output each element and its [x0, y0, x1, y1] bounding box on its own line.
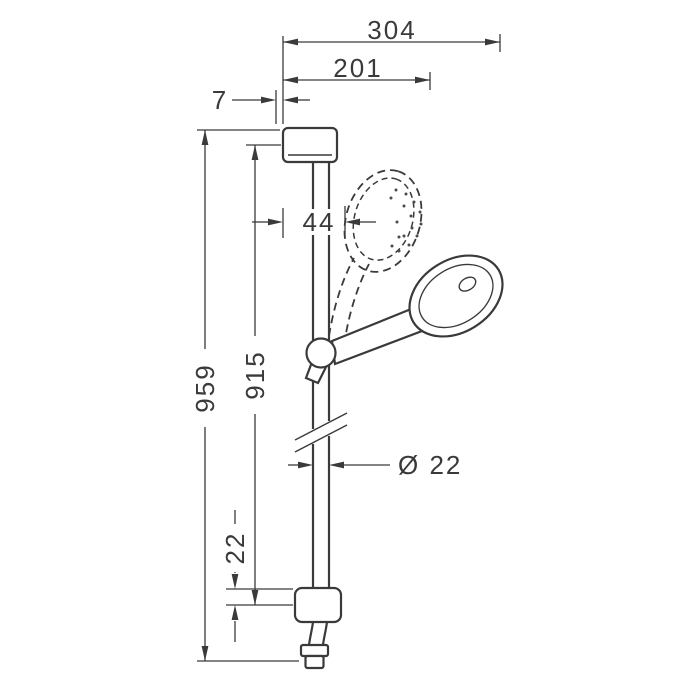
hand-shower-head-face-ring — [418, 263, 494, 329]
arrow-201-left — [283, 76, 298, 84]
hose-edge-left — [307, 621, 315, 646]
arrow-959-bottom — [201, 646, 209, 661]
bg-959 — [193, 349, 217, 427]
arrow-304-right — [485, 38, 500, 46]
hand-shower-dashed-position — [328, 169, 423, 346]
dashed-head-face-ring — [352, 177, 415, 261]
dim-bracket-offset-label: 7 — [212, 85, 228, 115]
hose-end-fitting — [304, 654, 325, 670]
rail-break-line-2 — [294, 424, 348, 453]
rail-break-line-1 — [294, 412, 348, 441]
arrow-915-bottom — [251, 590, 259, 605]
hand-shower-head-button — [458, 276, 477, 292]
dashed-handle-edge-2 — [343, 263, 370, 346]
slider-holder — [305, 337, 337, 369]
arrow-22-bottom — [231, 605, 239, 620]
dim-bar-height-label: 915 — [240, 350, 270, 399]
bg-22 — [223, 524, 247, 572]
shower-rail-bar — [294, 162, 348, 588]
dim-overall-height-label: 959 — [190, 363, 220, 412]
arrow-201-right — [415, 76, 430, 84]
bottom-wall-bracket — [293, 586, 343, 670]
arrow-959-top — [201, 130, 209, 145]
arrow-7-left — [261, 96, 276, 104]
label-backgrounds — [193, 209, 341, 572]
hand-shower-head-group — [408, 254, 504, 338]
hand-shower-head-outline — [408, 254, 504, 338]
dashed-head-group — [343, 169, 423, 273]
dimension-arrowheads — [201, 38, 500, 661]
dashed-handle-edge-1 — [328, 257, 355, 337]
dim-upper-width-label: 201 — [333, 53, 382, 83]
arrow-915-top — [251, 145, 259, 160]
dim-head-offset-label: 44 — [303, 207, 336, 237]
bg-915 — [243, 336, 267, 414]
bg-44 — [297, 209, 341, 235]
dim-bar-diameter-label: Ø 22 — [398, 450, 462, 480]
hand-shower-solid — [304, 254, 504, 385]
top-bracket-body — [281, 126, 339, 164]
dimension-labels: 304 201 7 44 959 915 Ø 22 22 — [190, 15, 462, 565]
top-wall-bracket — [281, 126, 339, 164]
hose-edge-right — [321, 621, 329, 646]
arrow-diameter-right — [329, 461, 344, 469]
hose-nut — [299, 643, 330, 658]
arrow-22-top — [231, 574, 239, 589]
arrow-7-right — [283, 96, 298, 104]
product-drawing — [281, 126, 504, 670]
dim-overall-width-label: 304 — [367, 15, 416, 45]
arrow-44-left — [268, 218, 283, 226]
dim-bottom-offset-label: 22 — [220, 532, 250, 565]
arrow-304-left — [283, 38, 298, 46]
arrow-44-right — [345, 218, 360, 226]
arrow-diameter-left — [298, 461, 313, 469]
bottom-bracket-body — [293, 586, 343, 624]
dashed-head-spray-stipple — [389, 188, 423, 253]
dashed-head-outline — [343, 169, 423, 273]
